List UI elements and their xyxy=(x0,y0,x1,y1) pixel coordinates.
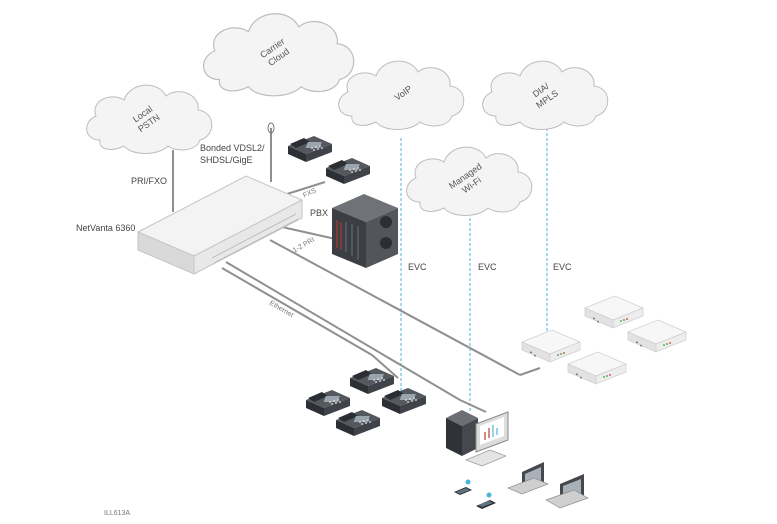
access-point-2 xyxy=(584,295,644,329)
wifi-signal-icon xyxy=(465,479,492,498)
evc-links xyxy=(400,128,548,412)
fxs-phone-2 xyxy=(326,158,370,184)
pbx-label: PBX xyxy=(310,208,329,218)
smartphone-1 xyxy=(454,487,472,495)
ip-phone-1 xyxy=(350,368,394,394)
smartphone-2 xyxy=(476,500,496,509)
figure-id: ILL613A xyxy=(104,510,131,517)
ip-phone-2 xyxy=(306,390,350,416)
access-point-3 xyxy=(627,319,687,353)
pri-fxo-label: PRI/FXO xyxy=(131,176,168,186)
ip-phone-4 xyxy=(336,410,380,436)
bonded-label-line1: Bonded VDSL2/ xyxy=(200,143,265,153)
evc-label-2: EVC xyxy=(478,262,497,272)
laptop-2 xyxy=(545,474,589,509)
laptop-1 xyxy=(507,462,549,495)
cable-loop-icon xyxy=(267,122,275,134)
netvanta-router xyxy=(136,175,304,275)
fxs-phone-1 xyxy=(288,136,332,162)
evc-label-1: EVC xyxy=(408,262,427,272)
pbx-server xyxy=(332,194,398,268)
access-point-1 xyxy=(521,329,581,363)
evc-label-3: EVC xyxy=(553,262,572,272)
desktop-computer xyxy=(446,410,509,467)
netvanta-label: NetVanta 6360 xyxy=(76,223,136,233)
access-point-4 xyxy=(567,351,627,385)
ip-phone-3 xyxy=(382,388,426,414)
bonded-label-line2: SHDSL/GigE xyxy=(200,155,253,165)
